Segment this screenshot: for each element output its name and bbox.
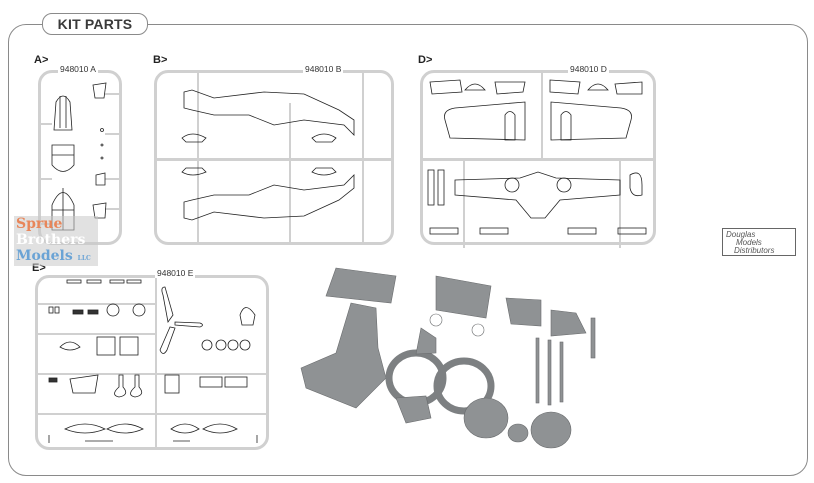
section-d-label: D> — [418, 54, 433, 66]
resin-strut-1 — [535, 337, 540, 404]
resin-parts-photo — [300, 267, 596, 449]
resin-cowl-part — [550, 309, 587, 337]
section-a-label: A> — [34, 54, 49, 66]
resin-bracket — [505, 297, 542, 327]
resin-control-wheel-2 — [471, 323, 485, 337]
resin-control-wheel — [429, 313, 443, 327]
resin-floor-panel-left — [325, 267, 397, 304]
resin-main-wheel-left — [463, 397, 509, 439]
resin-strut-2 — [547, 339, 552, 406]
sprue-e-parts — [48, 279, 258, 443]
douglas-models-logo: Douglas Models Distributors — [722, 228, 796, 256]
resin-instrument-panel — [395, 395, 432, 424]
sprue-b-parts — [181, 89, 355, 221]
resin-rod — [590, 317, 596, 359]
resin-cockpit-tub — [300, 302, 387, 409]
sprue-d — [420, 70, 656, 248]
resin-cone — [415, 327, 437, 355]
resin-floor-panel-right — [435, 275, 492, 319]
page-title: KIT PARTS — [42, 13, 148, 35]
sprue-d-parts — [427, 79, 647, 235]
sprue-e — [35, 275, 269, 450]
resin-strut-3 — [559, 341, 564, 403]
sprue-e-code: 948010 E — [155, 268, 196, 278]
section-b-label: B> — [153, 54, 168, 66]
sprue-d-code: 948010 D — [568, 64, 609, 74]
watermark-line3: Models LLC — [16, 248, 91, 264]
sprue-brothers-watermark: Sprue Brothers Models LLC — [14, 216, 98, 266]
sprue-a-code: 948010 A — [58, 64, 98, 74]
resin-main-wheel-right — [530, 411, 572, 449]
kit-parts-frame — [8, 24, 808, 476]
resin-cowling-ring-right — [433, 357, 495, 415]
sprue-b — [154, 70, 394, 245]
sprue-b-code: 948010 B — [303, 64, 344, 74]
resin-tail-wheel — [507, 423, 529, 443]
